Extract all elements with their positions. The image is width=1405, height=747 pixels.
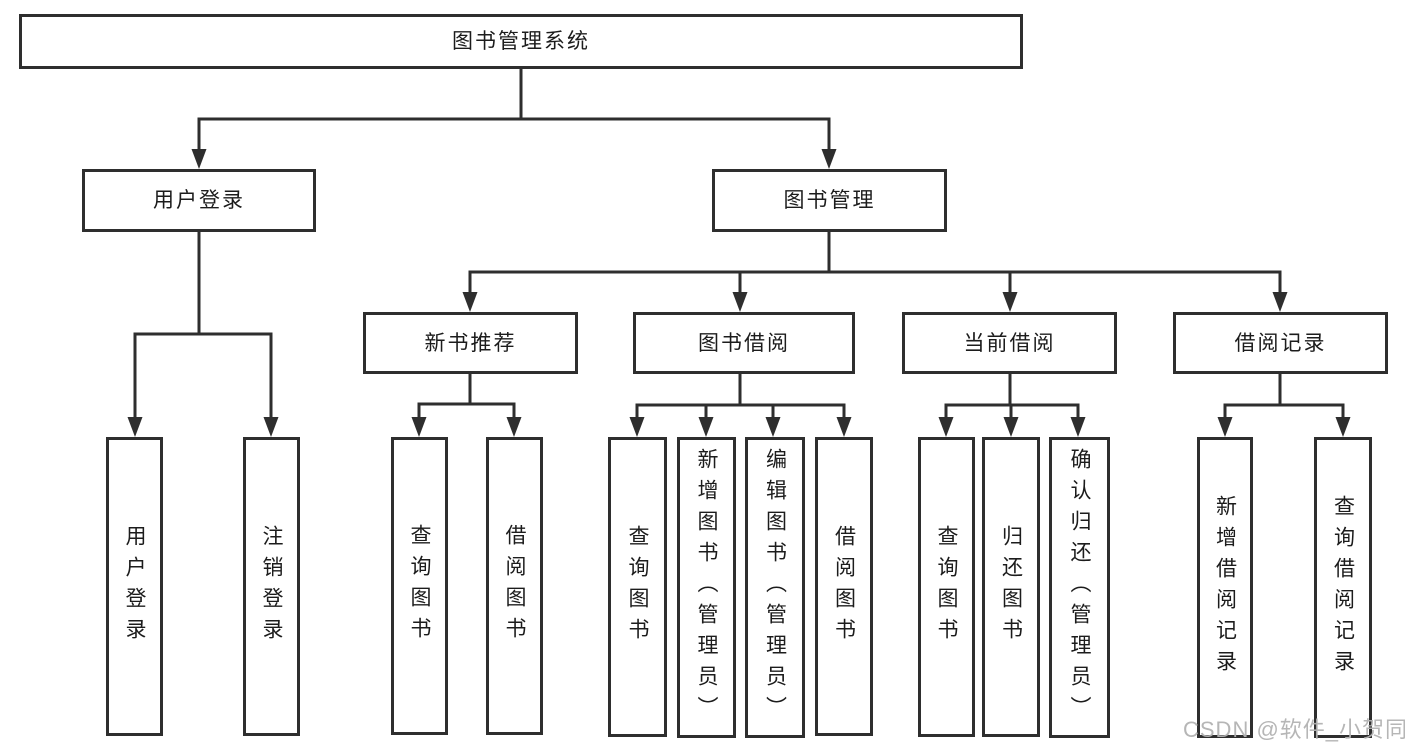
node-new-book-recommend-label: 新书推荐: [424, 331, 517, 355]
node-new-book-recommend: 新书推荐: [363, 312, 578, 374]
leaf-add-borrow-record-label: 新增借阅记录: [1213, 494, 1237, 681]
leaf-add-borrow-record: 新增借阅记录: [1197, 437, 1253, 738]
leaf-query-books-current: 查询图书: [918, 437, 975, 737]
leaf-return-books: 归还图书: [982, 437, 1040, 737]
node-borrow-records: 借阅记录: [1173, 312, 1388, 374]
leaf-query-books-recommend-label: 查询图书: [408, 524, 431, 648]
leaf-borrow-books-label: 借阅图书: [832, 524, 856, 649]
node-book-borrow-label: 图书借阅: [698, 331, 790, 355]
leaf-add-book-admin: 新增图书（管理员）: [677, 437, 736, 738]
node-user-login-label: 用户登录: [153, 189, 245, 212]
node-root-label: 图书管理系统: [452, 30, 590, 53]
node-current-borrow: 当前借阅: [902, 312, 1117, 374]
leaf-add-book-admin-label: 新增图书（管理员）: [695, 448, 718, 727]
node-book-management-label: 图书管理: [783, 189, 876, 212]
leaf-return-books-label: 归还图书: [999, 525, 1023, 649]
leaf-query-books-recommend: 查询图书: [391, 437, 448, 735]
leaf-edit-book-admin-label: 编辑图书（管理员）: [763, 448, 787, 727]
node-root: 图书管理系统: [19, 14, 1023, 69]
node-current-borrow-label: 当前借阅: [963, 331, 1056, 355]
leaf-borrow-books: 借阅图书: [815, 437, 873, 736]
leaf-logout: 注销登录: [243, 437, 300, 736]
node-user-login: 用户登录: [82, 169, 316, 232]
leaf-query-borrow-record-label: 查询借阅记录: [1331, 494, 1355, 681]
leaf-query-books-borrow-label: 查询图书: [626, 525, 649, 649]
leaf-user-login-label: 用户登录: [123, 524, 146, 649]
leaf-confirm-return-admin-label: 确认归还（管理员）: [1068, 448, 1091, 727]
leaf-query-books-borrow: 查询图书: [608, 437, 667, 737]
leaf-query-borrow-record: 查询借阅记录: [1314, 437, 1372, 738]
node-book-management: 图书管理: [712, 169, 947, 232]
leaf-query-books-current-label: 查询图书: [935, 525, 958, 649]
leaf-borrow-books-recommend: 借阅图书: [486, 437, 543, 735]
leaf-logout-label: 注销登录: [260, 524, 283, 649]
node-book-borrow: 图书借阅: [633, 312, 855, 374]
watermark: CSDN @软件_小贺同学: [1183, 717, 1405, 742]
leaf-user-login: 用户登录: [106, 437, 163, 736]
leaf-edit-book-admin: 编辑图书（管理员）: [745, 437, 805, 738]
leaf-confirm-return-admin: 确认归还（管理员）: [1049, 437, 1110, 738]
node-borrow-records-label: 借阅记录: [1234, 331, 1327, 355]
leaf-borrow-books-recommend-label: 借阅图书: [503, 524, 526, 648]
